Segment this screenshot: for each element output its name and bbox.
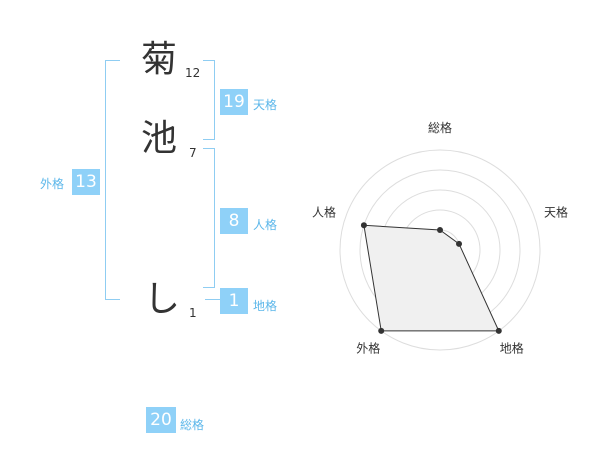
radar-axis-label-1: 天格 bbox=[544, 204, 568, 219]
radar-axis-label-2: 地格 bbox=[500, 341, 524, 356]
chikaku-label: 地格 bbox=[253, 299, 278, 313]
radar-point-1 bbox=[456, 240, 463, 247]
radar-axis-label-0: 総格 bbox=[428, 120, 452, 135]
gaikaku-bracket bbox=[105, 60, 120, 300]
tenkaku-bracket bbox=[203, 60, 215, 140]
radar-ring-5 bbox=[339, 149, 541, 351]
gaikaku-label: 外格 bbox=[40, 177, 65, 191]
stroke-count-3: 1 bbox=[189, 306, 197, 320]
tenkaku-label: 天格 bbox=[253, 98, 278, 112]
soukaku-value: 20 bbox=[146, 407, 176, 433]
radar-point-0 bbox=[437, 227, 443, 233]
tenkaku-value: 19 bbox=[220, 89, 248, 115]
jinkaku-bracket bbox=[203, 148, 215, 288]
stroke-count-2: 7 bbox=[189, 146, 197, 160]
jinkaku-value: 8 bbox=[220, 208, 248, 234]
radar-area bbox=[363, 224, 500, 332]
radar-points bbox=[360, 222, 502, 334]
name-char-2: 池 bbox=[141, 118, 178, 159]
chikaku-value: 1 bbox=[220, 288, 248, 314]
chikaku-connector bbox=[205, 299, 220, 300]
radar-axis-label-3: 外格 bbox=[356, 341, 380, 356]
radar-point-3 bbox=[378, 327, 385, 334]
name-char-1: 菊 bbox=[141, 39, 178, 80]
stroke-count-1: 12 bbox=[185, 66, 201, 80]
radar-axis-label-4: 人格 bbox=[312, 204, 336, 219]
gaikaku-value: 13 bbox=[72, 169, 100, 195]
soukaku-label: 総格 bbox=[180, 418, 205, 432]
name-char-3: し bbox=[144, 279, 181, 320]
radar-point-4 bbox=[360, 222, 367, 229]
jinkaku-label: 人格 bbox=[253, 218, 278, 232]
radar-point-2 bbox=[495, 327, 502, 334]
